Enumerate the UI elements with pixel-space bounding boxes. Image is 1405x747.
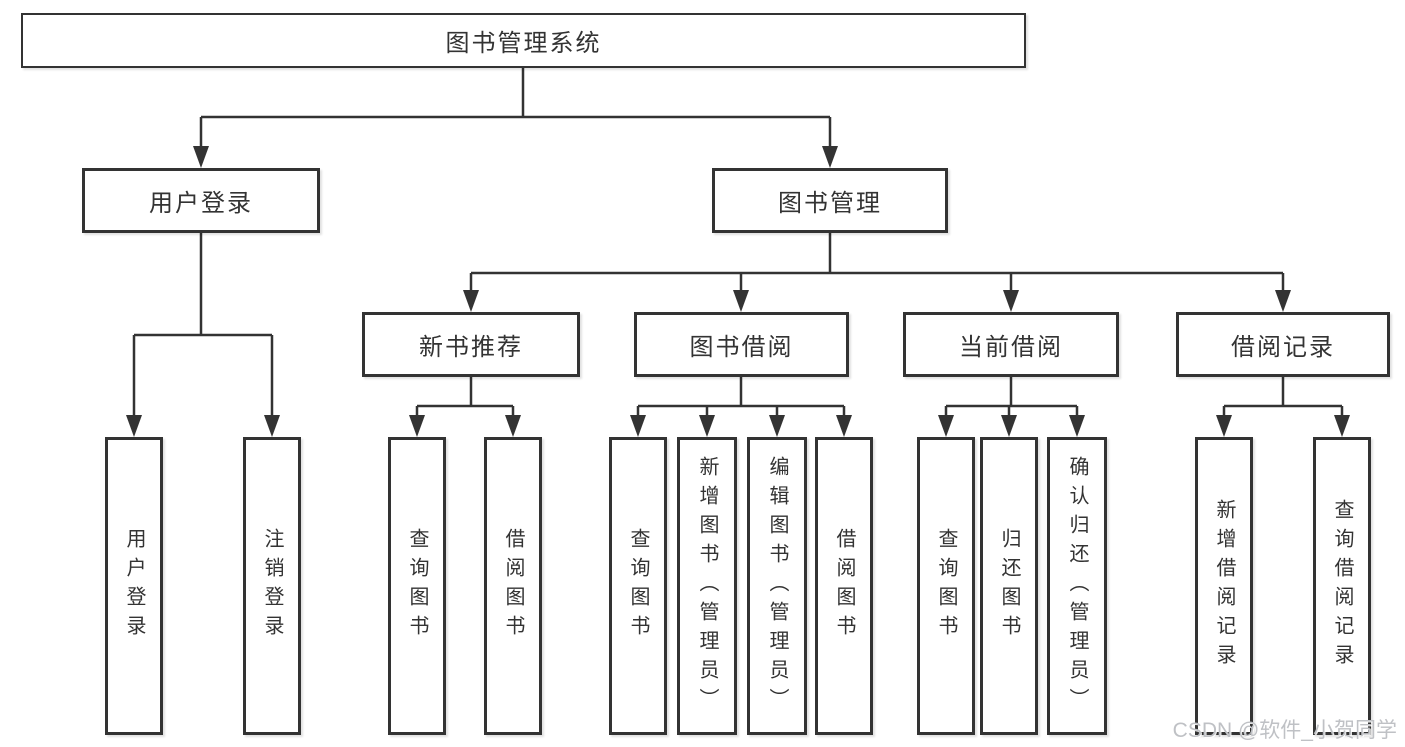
node-book-management-branch: 图书管理 [712,168,948,233]
connector-root-to-level2 [199,68,832,150]
node-leaf-borrow-books-2: 借阅图书 [815,437,873,735]
node-leaf-user-login: 用户登录 [105,437,163,735]
node-leaf-query-books-3: 查询图书 [917,437,975,735]
node-leaf-return-book: 归还图书 [980,437,1038,735]
node-leaf-user-login-label: 用户登录 [123,528,145,644]
node-leaf-return-book-label: 归还图书 [998,528,1020,644]
node-leaf-query-books-3-label: 查询图书 [935,528,957,644]
connector-record-to-leaves [1222,377,1344,419]
node-book-borrowing: 图书借阅 [634,312,849,377]
connector-borrow-to-leaves [636,377,846,419]
node-leaf-confirm-return-admin-label: 确认归还（管理员） [1066,455,1088,717]
node-current-borrowing-label: 当前借阅 [959,334,1063,361]
node-leaf-query-books-1: 查询图书 [388,437,446,735]
node-leaf-query-books-2: 查询图书 [609,437,667,735]
csdn-watermark: CSDN @软件_小贺同学 [1172,719,1397,742]
node-leaf-add-borrow-record: 新增借阅记录 [1195,437,1253,735]
node-current-borrowing: 当前借阅 [903,312,1119,377]
connector-bookmgmt-to-sections [469,233,1285,294]
node-borrowing-records-label: 借阅记录 [1231,334,1335,361]
node-leaf-confirm-return-admin: 确认归还（管理员） [1047,437,1107,735]
node-leaf-add-book-admin-label: 新增图书（管理员） [696,455,718,717]
node-new-book-recommend: 新书推荐 [362,312,580,377]
node-leaf-add-book-admin: 新增图书（管理员） [677,437,737,735]
node-leaf-edit-book-admin-label: 编辑图书（管理员） [766,455,788,717]
node-book-management-branch-label: 图书管理 [778,190,882,217]
node-leaf-logout: 注销登录 [243,437,301,735]
node-leaf-add-borrow-record-label: 新增借阅记录 [1213,499,1235,673]
arrowhead-icons [126,146,1350,437]
connector-current-to-leaves [944,377,1079,419]
node-leaf-query-books-1-label: 查询图书 [406,528,428,644]
node-leaf-logout-label: 注销登录 [261,528,283,644]
connector-newbook-to-leaves [415,377,515,419]
node-leaf-borrow-books-1: 借阅图书 [484,437,542,735]
node-root-label: 图书管理系统 [445,30,602,57]
connector-userlogin-to-leaves [132,233,274,419]
node-leaf-borrow-books-1-label: 借阅图书 [502,528,524,644]
node-leaf-query-borrow-record: 查询借阅记录 [1313,437,1371,735]
node-leaf-query-books-2-label: 查询图书 [627,528,649,644]
node-leaf-edit-book-admin: 编辑图书（管理员） [747,437,807,735]
node-new-book-recommend-label: 新书推荐 [419,334,523,361]
node-root-system: 图书管理系统 [21,13,1026,68]
node-leaf-borrow-books-2-label: 借阅图书 [833,528,855,644]
node-book-borrowing-label: 图书借阅 [689,334,794,361]
node-leaf-query-borrow-record-label: 查询借阅记录 [1331,499,1353,673]
node-user-login-branch-label: 用户登录 [149,190,253,217]
node-borrowing-records: 借阅记录 [1176,312,1390,377]
node-user-login-branch: 用户登录 [82,168,320,233]
